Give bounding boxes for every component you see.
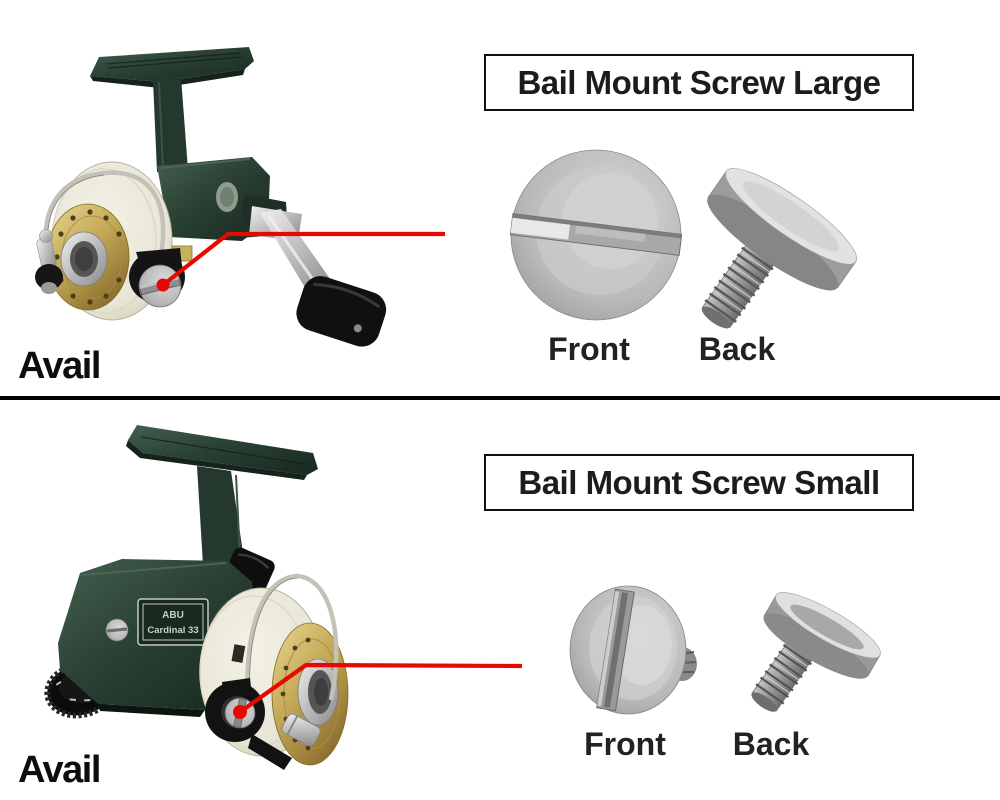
- section-divider: [0, 396, 1000, 400]
- brand-avail-bottom: Avail: [18, 749, 101, 791]
- annotation-line-large: [156, 231, 445, 292]
- screw-small-front-photo: [569, 585, 697, 715]
- plate-brand-text: ABU: [162, 610, 184, 621]
- model-plate: ABU Cardinal 33: [137, 598, 209, 646]
- reel-photo-small: ABU Cardinal 33: [44, 425, 349, 770]
- back-label-small: Back: [732, 726, 810, 762]
- handle-knob: [296, 276, 387, 347]
- line-roller: [281, 713, 321, 747]
- brand-avail-top: Avail: [18, 345, 101, 387]
- title-box-small-screw: Bail Mount Screw Small: [484, 454, 914, 511]
- screw-small-back-photo: [751, 592, 881, 712]
- plate-model-text: Cardinal 33: [147, 625, 198, 636]
- reel-photo-large: [35, 47, 387, 347]
- front-label-large: Front: [548, 331, 630, 367]
- screw-large-front-photo: [509, 149, 683, 321]
- annotation-line-small: [233, 662, 523, 719]
- title-large-screw: Bail Mount Screw Large: [517, 63, 881, 101]
- title-small-screw: Bail Mount Screw Small: [518, 463, 880, 501]
- screw-large-back-photo: [701, 168, 858, 329]
- front-label-small: Front: [584, 726, 666, 762]
- bail-wire: [245, 573, 339, 727]
- title-box-large-screw: Bail Mount Screw Large: [484, 54, 914, 111]
- spool-holes: [54, 209, 122, 305]
- bail-wire: [43, 170, 166, 269]
- back-label-large: Back: [698, 331, 776, 367]
